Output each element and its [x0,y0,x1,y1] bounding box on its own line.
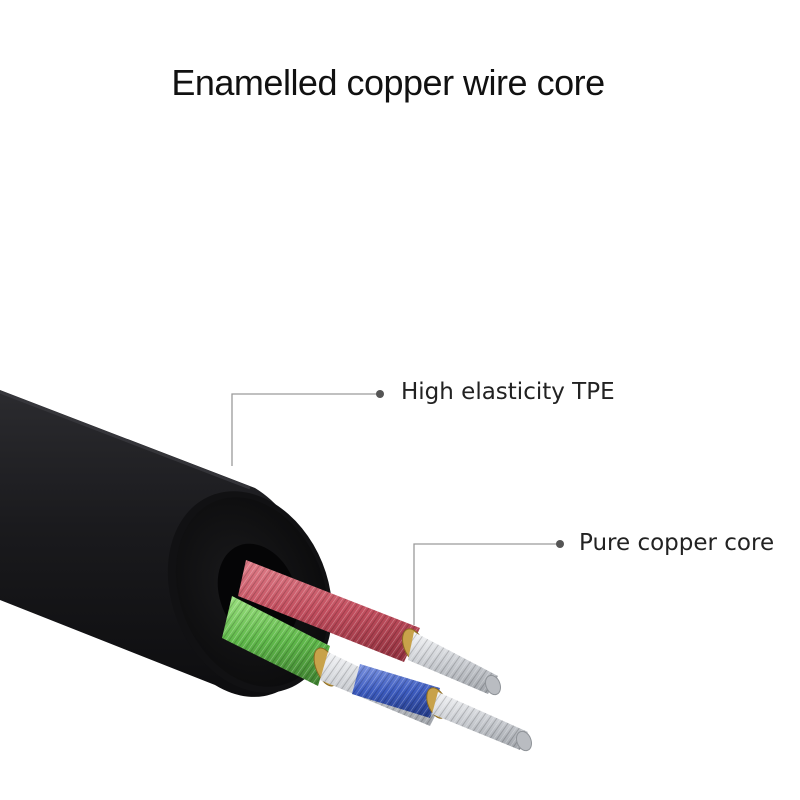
callout-label-copper: Pure copper core [579,530,775,556]
callout-label-tpe: High elasticity TPE [401,379,615,405]
blue-wire [352,664,532,752]
red-wire [238,560,501,696]
callout-leader-tpe [231,390,384,466]
page-title: Enamelled copper wire core [171,62,605,103]
callout-leader-copper [413,540,564,625]
